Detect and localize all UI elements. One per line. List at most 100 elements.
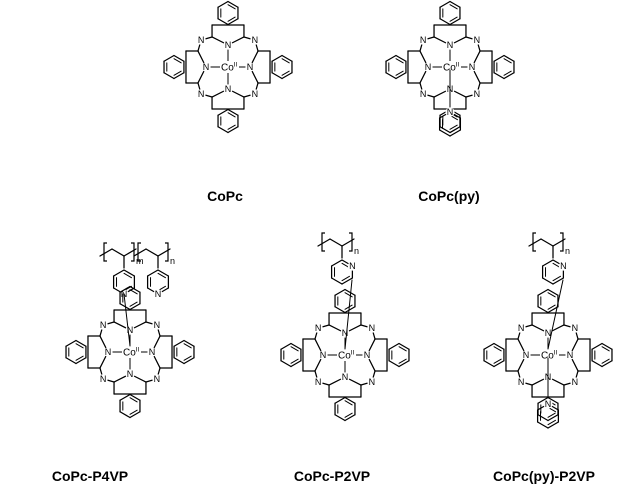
pyridine-p2vp-nitrogen: N (560, 261, 567, 271)
axial-pyridine-nitrogen-mask (445, 107, 455, 117)
benzo-ring (173, 339, 195, 365)
isoindole-nitrogen-mask (125, 369, 135, 379)
cobalt-atom: CoII (123, 347, 140, 359)
cobalt-atom: CoII (338, 350, 355, 362)
ring-double-bond (183, 355, 192, 361)
oxidation-state: II (554, 350, 558, 357)
meso-nitrogen: N (315, 323, 322, 333)
meso-nitrogen-mask (196, 35, 206, 45)
backbone-bond (528, 238, 542, 247)
meso-nitrogen-mask (313, 323, 323, 333)
ring-bond (439, 0, 451, 8)
ring-bond (173, 339, 185, 347)
meso-nitrogen-mask (367, 377, 377, 387)
ring-bond (271, 72, 283, 80)
ring-bond (183, 339, 195, 347)
meso-nitrogen: N (100, 320, 107, 330)
isoindole-nitrogen: N (523, 350, 530, 360)
ring-double-bond (281, 70, 290, 76)
ring-bond (217, 0, 229, 8)
ring-bond (483, 360, 495, 368)
ring-bond (129, 303, 141, 311)
ring-bond (591, 342, 603, 350)
pyridine-free (146, 269, 170, 295)
ring-bond (541, 277, 554, 285)
isoindole-nitrogen: N (545, 328, 552, 338)
isoindole-nitrogen: N (149, 347, 156, 357)
ring-bond (341, 277, 354, 285)
meso-nitrogen: N (420, 89, 427, 99)
pyridine-free-nitrogen: N (155, 289, 162, 299)
ring-bond (334, 306, 346, 314)
ring-double-bond (503, 70, 512, 76)
isoindole-nitrogen-mask (223, 40, 233, 50)
cobalt-mask (337, 349, 356, 361)
ring-double-bond (398, 358, 407, 364)
ring-bond (334, 288, 346, 296)
meso-nitrogen: N (198, 35, 205, 45)
axial-co-n-bond (123, 293, 131, 347)
ring-bond (65, 357, 77, 365)
meso-nitrogen-mask (418, 89, 428, 99)
benzo-ring (493, 54, 515, 80)
ring-bond (129, 411, 141, 419)
ring-double-bond (75, 343, 84, 349)
benzo-ring (537, 288, 559, 314)
isoindole-nitrogen: N (127, 325, 134, 335)
ring-bond (493, 72, 505, 80)
ring-bond (281, 72, 293, 80)
meso-nitrogen-mask (250, 89, 260, 99)
ring-bond (183, 357, 195, 365)
ring-double-bond (129, 289, 138, 295)
meso-nitrogen: N (154, 374, 161, 384)
ring-double-bond (449, 4, 458, 10)
ring-bond (493, 360, 505, 368)
ring-bond (119, 285, 131, 293)
ring-double-bond (227, 112, 236, 118)
ring-double-bond (344, 292, 353, 298)
cobalt-atom: CoII (541, 350, 558, 362)
ring-bond (290, 360, 302, 368)
isoindole-nitrogen: N (567, 350, 574, 360)
repeat-bracket-close (560, 232, 564, 252)
ring-bond (439, 18, 451, 26)
meso-nitrogen: N (572, 377, 579, 387)
ring-bond (395, 54, 407, 62)
ring-bond (163, 54, 175, 62)
meso-nitrogen: N (572, 323, 579, 333)
ring-double-bond (547, 292, 556, 298)
ring-double-bond (157, 272, 166, 279)
ring-double-bond (503, 58, 512, 64)
ring-bond (449, 0, 461, 8)
repeat-bracket-close (165, 242, 169, 262)
ring-double-bond (129, 397, 138, 403)
ring-double-bond (173, 58, 182, 64)
ring-bond (173, 54, 185, 62)
meso-nitrogen: N (369, 323, 376, 333)
ring-bond (217, 108, 229, 116)
ring-bond (439, 126, 451, 134)
repeat-bracket-open (103, 242, 107, 262)
meso-nitrogen: N (474, 89, 481, 99)
ring-bond (217, 18, 229, 26)
ring-double-bond (493, 358, 502, 364)
oxidation-state: II (234, 62, 238, 69)
ring-double-bond (173, 70, 182, 76)
ring-bond (537, 288, 549, 296)
meso-nitrogen-mask (516, 377, 526, 387)
ring-bond (330, 277, 343, 285)
ring-bond (75, 339, 87, 347)
ring-bond (344, 396, 356, 404)
ring-bond (119, 411, 131, 419)
ring-bond (280, 360, 292, 368)
isoindole-nitrogen-mask (201, 62, 211, 72)
ring-double-bond (129, 301, 138, 307)
backbone-bond (540, 238, 554, 247)
cobalt-mask (442, 61, 461, 73)
label-copc: CoPc (207, 188, 243, 204)
meso-nitrogen: N (474, 35, 481, 45)
pyridine-p2vp (541, 259, 565, 285)
isoindole-nitrogen: N (342, 372, 349, 382)
ring-bond (591, 360, 603, 368)
ring-bond (112, 269, 125, 277)
